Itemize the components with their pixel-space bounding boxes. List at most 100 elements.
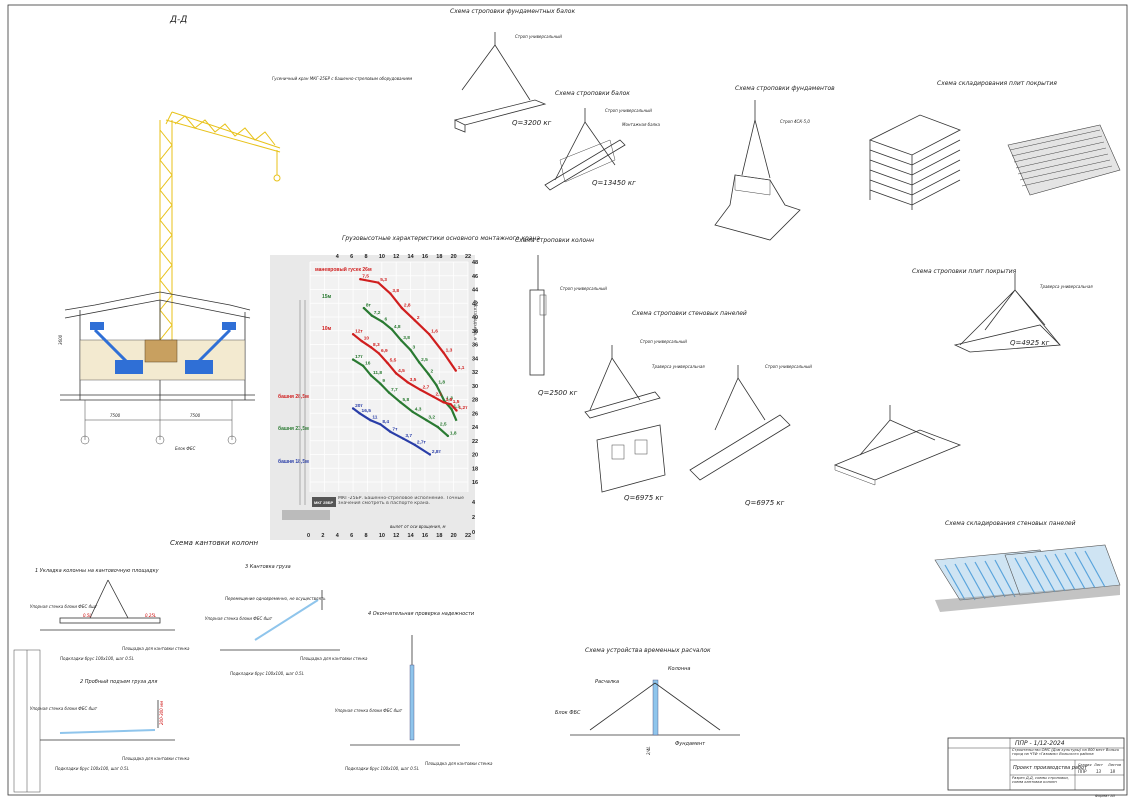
chart-data-label: 8,4: [382, 419, 389, 425]
chart-crane-silhouette: [282, 300, 330, 520]
chart-y-tick: 48: [472, 260, 478, 266]
chart-point: [442, 401, 445, 404]
svg-text:Упорная стенка блоки ФБС 4шт: Упорная стенка блоки ФБС 4шт: [30, 604, 98, 609]
chart-data-label: 8т: [366, 303, 372, 309]
wall-panels-scheme: Схема строповки стеновых панелей Строп у…: [584, 310, 812, 507]
svg-text:Расчалка: Расчалка: [595, 679, 619, 685]
tower-crane: [159, 111, 281, 365]
svg-text:7500: 7500: [190, 413, 201, 418]
chart-point: [428, 453, 432, 456]
svg-text:Блок ФБС: Блок ФБС: [555, 710, 581, 716]
stamp-project: Проект производства работ: [1013, 765, 1088, 771]
svg-text:Подкладки брус 100x100, шаг 0.: Подкладки брус 100x100, шаг 0.5L: [230, 671, 304, 676]
roof-slabs-scheme: Схема строповки плит покрытия Траверса у…: [833, 268, 1093, 486]
chart-point: [417, 361, 421, 364]
chart-data-label: 20т: [355, 403, 363, 409]
chart-data-label: 10: [364, 336, 370, 342]
svg-text:Упорная стенка блоки ФБС 4шт: Упорная стенка блоки ФБС 4шт: [335, 708, 403, 713]
chart-point: [406, 381, 409, 384]
beams-scheme: Схема строповки балок Строп универсальны…: [544, 90, 661, 191]
chart-series-name: башня 18,5м: [278, 458, 309, 465]
chart-data-label: 2,1: [436, 391, 443, 397]
chart-x-tick-top: 16: [422, 254, 428, 260]
chart-y-tick: 30: [472, 384, 478, 390]
svg-text:ППР: ППР: [1078, 769, 1087, 774]
chart-point: [390, 328, 394, 331]
chart-y-tick: 38: [472, 329, 478, 335]
foundations-scheme: Схема строповки фундаментов Строп 4СК-5,…: [714, 85, 835, 241]
svg-text:1 Укладка колонны на кантовоч: 1 Укладка колонны на кантовочную площадк…: [35, 568, 160, 574]
chart-y-tick: 2: [472, 515, 475, 521]
stamp-sheet-title: Разрез Д-Д, схемы строповки, схема канто…: [1012, 776, 1069, 784]
chart-point: [413, 319, 417, 322]
chart-data-label: 7,7: [391, 387, 398, 393]
chart-data-label: 5,3: [380, 277, 387, 283]
chart-point: [425, 418, 428, 422]
chart-data-label: 2,8: [404, 303, 411, 309]
chart-point: [389, 292, 392, 295]
chart-series-line: [352, 358, 449, 437]
svg-text:Схема строповки колонн: Схема строповки колонн: [515, 237, 594, 244]
chart-data-label: 16,5: [362, 408, 372, 414]
chart-x-tick-top: 8: [364, 254, 367, 260]
chart-data-label: 5,8: [402, 397, 409, 403]
svg-text:Схема складирования плит покры: Схема складирования плит покрытия: [937, 80, 1057, 87]
chart-data-label: 17т: [355, 354, 363, 360]
chart-x-tick-bottom: 0: [307, 533, 310, 539]
chart-crane-badge: [312, 497, 336, 507]
chart-point: [411, 410, 414, 414]
chart-point: [413, 443, 417, 447]
load-column: Q=2500 кг: [538, 389, 578, 397]
section-dd-title: Д-Д: [169, 15, 187, 25]
chart-data-label: 1,8: [450, 430, 457, 436]
chart-grid: [309, 261, 469, 492]
chart-x-tick-top: 12: [393, 254, 399, 260]
svg-text:0.5L: 0.5L: [83, 613, 92, 618]
chart-y-tick: 24: [472, 425, 479, 431]
chart-y-tick: 26: [472, 411, 478, 417]
chart-point: [409, 348, 412, 352]
svg-text:Схема строповки фундаментов: Схема строповки фундаментов: [735, 85, 835, 92]
chart-data-label: 2,8т: [432, 449, 442, 455]
chart-y-tick: 20: [472, 453, 478, 459]
chart-data-label: 1,8: [446, 397, 453, 403]
columns-scheme: Схема строповки колонн Строп универсальн…: [515, 237, 607, 397]
svg-text:2/4L: 2/4L: [646, 746, 651, 755]
chart-data-label: 3,8: [403, 335, 410, 341]
bracing-scheme: Схема устройства временных расчалок Расч…: [555, 647, 740, 755]
svg-text:Площадка для кантовки стенка: Площадка для кантовки стенка: [122, 646, 190, 651]
svg-text:Траверса универсальная: Траверса универсальная: [652, 364, 705, 369]
chart-data-label: 1,3: [446, 395, 453, 401]
svg-text:2 Пробный подъем груза для: 2 Пробный подъем груза для: [80, 679, 157, 685]
chart-point: [400, 339, 403, 342]
chart-series: 7,55,33,82,821,61,31,18т7,264,83,832,521…: [351, 274, 468, 456]
chart-point: [400, 306, 404, 310]
chart-x-tick-bottom: 10: [379, 533, 385, 539]
chart-data-label: 1,3: [446, 347, 453, 353]
chart-series-name: маневровый гусек 26м: [315, 266, 372, 273]
chart-data-label: 11,8: [373, 370, 382, 376]
chart-x-tick-bottom: 14: [408, 533, 415, 539]
crane-load-chart: Грузовысотные характеристики основного м…: [270, 235, 540, 540]
svg-text:7500: 7500: [110, 413, 121, 418]
chart-crane-label: МКГ 25БР: [314, 500, 333, 505]
roof-slab-storage: Схема складирования плит покрытия: [868, 80, 1121, 210]
svg-text:Строп 4СК-5,0: Строп 4СК-5,0: [780, 119, 810, 124]
svg-text:Площадка для кантовки стенка: Площадка для кантовки стенка: [300, 656, 368, 661]
svg-text:3 Кантовка груза: 3 Кантовка груза: [245, 564, 291, 570]
chart-point: [446, 434, 450, 438]
stamp-sheet-title-box: Разрез Д-Д, схемы строповки, схема канто…: [1012, 776, 1069, 784]
load-foundation-beam: Q=3200 кг: [512, 119, 552, 127]
chart-point: [369, 346, 373, 349]
chart-point: [394, 372, 398, 375]
svg-text:Строп универсальный: Строп универсальный: [560, 286, 607, 291]
chart-point: [450, 407, 453, 411]
chart-point: [442, 351, 445, 354]
chart-point: [387, 391, 391, 394]
chart-point: [386, 361, 389, 365]
svg-text:Площадка для кантовки стенка: Площадка для кантовки стенка: [122, 756, 190, 761]
load-beam: Q=13450 кг: [592, 179, 636, 187]
chart-data-label: 2,5: [421, 357, 428, 363]
section-dd: Д-Д Гусеничный кран МКГ-25БР с башенно-с…: [58, 15, 412, 451]
